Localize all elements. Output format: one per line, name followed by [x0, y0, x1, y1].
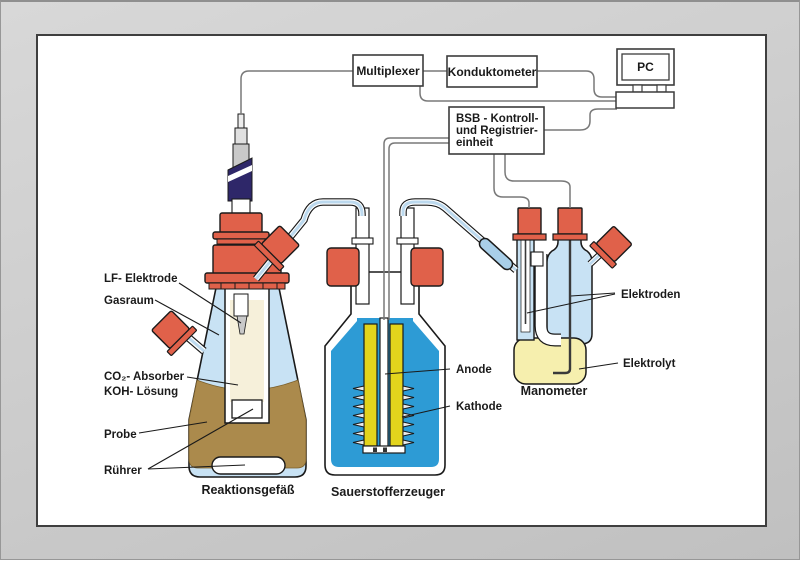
electrode-connector-upper — [234, 127, 248, 146]
bottle-cap-left — [326, 247, 360, 287]
leader-stirrer-1 — [147, 464, 246, 470]
bsb-unit-box — [448, 106, 545, 155]
label-sample: Probe — [104, 429, 137, 441]
upper-cap-flange — [212, 231, 270, 240]
wire-bsb-to-pc — [544, 108, 617, 131]
oxygen-generator — [324, 207, 446, 476]
caption-manometer: Manometer — [521, 384, 588, 398]
label-stirrer: Rührer — [104, 465, 142, 477]
leader-co2-absorber — [186, 376, 239, 386]
pc-screen — [621, 53, 670, 81]
pc-icon: PC — [615, 48, 675, 109]
pc-monitor-foot-right — [656, 84, 667, 93]
base-bar-mark-1 — [373, 447, 377, 452]
konduktometer-box — [446, 55, 538, 88]
text-labels: LF- Elektrode Gasraum CO₂- Absorber KOH-… — [104, 273, 680, 499]
tube-bridge — [530, 251, 544, 267]
label-gas-space: Gasraum — [104, 295, 154, 307]
wire-multiplexer-to-pc — [419, 86, 617, 102]
wire-bsb-to-manometer-2 — [504, 154, 571, 208]
pc-monitor-foot-left — [632, 84, 643, 93]
glass-tubing — [180, 198, 610, 355]
main-cap-flange — [204, 272, 290, 284]
main-cap-skirt — [208, 282, 286, 290]
stirrer-pill — [211, 456, 286, 475]
manometer-stopper-left — [517, 207, 542, 235]
caption-reaction-vessel: Reaktionsgefäß — [201, 483, 294, 497]
wire-konduktometer-to-pc — [537, 70, 617, 98]
leader-anode — [384, 368, 451, 375]
bsb-unit-label-line1: BSB - Kontroll- — [456, 113, 539, 125]
leader-sample — [138, 421, 208, 434]
flask-right-arm-stopper — [254, 225, 300, 271]
tube-sleeve — [478, 237, 514, 271]
pc-label: PC — [637, 60, 654, 74]
label-anode: Anode — [456, 364, 492, 376]
fitting-flange-right — [396, 237, 419, 245]
flask-left-side-stopper — [151, 310, 197, 356]
inner-stirrer-box — [231, 399, 263, 419]
leader-electrolyte — [578, 362, 619, 370]
manometer-stopper-right-flange — [552, 233, 588, 241]
leader-lf-electrode — [178, 282, 242, 324]
anode-rod-left — [363, 323, 378, 447]
leader-cathode — [401, 405, 451, 418]
pc-case — [615, 91, 675, 109]
anode-rod-right — [389, 323, 404, 447]
label-koh-solution: KOH- Lösung — [104, 386, 178, 398]
label-co2-absorber: CO₂- Absorber — [104, 371, 185, 383]
manometer-stopper-right — [557, 207, 583, 235]
leader-electrodes-1 — [570, 292, 616, 297]
leader-stirrer-2 — [147, 408, 254, 470]
konduktometer-label: Konduktometer — [448, 65, 537, 79]
label-electrodes: Elektroden — [621, 289, 680, 301]
wire-lf-to-multiplexer — [240, 70, 353, 114]
center-electrode-rod — [379, 317, 389, 449]
wire-bsb-to-generator-1 — [383, 137, 449, 320]
lf-electrode-shaft — [233, 293, 249, 317]
u-tube-core — [535, 254, 561, 346]
flask-to-generator-tube — [253, 198, 366, 282]
fitting-flange-left — [351, 237, 374, 245]
base-bar-mark-2 — [383, 447, 387, 452]
caption-oxygen-generator: Sauerstofferzeuger — [331, 485, 445, 499]
instrument-boxes: Multiplexer Konduktometer BSB - Kontroll… — [352, 48, 675, 155]
electrode-wire-right — [553, 238, 572, 375]
manometer-stopper-left-flange — [512, 233, 547, 241]
main-cap-skirt-lines — [220, 283, 278, 289]
lf-electrode-band — [228, 165, 252, 182]
signal-wires — [240, 70, 617, 320]
upper-cap — [219, 212, 263, 234]
multiplexer-label: Multiplexer — [356, 64, 420, 78]
leader-lines — [138, 282, 619, 470]
bottle-cap-right — [410, 247, 444, 287]
multiplexer-box — [352, 54, 424, 87]
wire-bsb-to-manometer-1 — [493, 154, 530, 208]
leader-electrodes-2 — [526, 293, 616, 314]
bsb-unit-label-line2: und Registrier- — [456, 125, 538, 137]
wire-bsb-to-generator-2 — [388, 142, 449, 320]
lf-electrode-tip — [236, 315, 248, 335]
leader-gas-space — [154, 299, 220, 336]
bsb-unit-label-line3: einheit — [456, 137, 493, 149]
cathode-coil-left — [352, 385, 365, 446]
manometer-side-stopper — [589, 226, 632, 269]
manometer-vessel — [512, 207, 593, 385]
generator-to-manometer-tube — [399, 198, 519, 273]
label-electrolyte: Elektrolyt — [623, 358, 676, 370]
label-cathode: Kathode — [456, 401, 502, 413]
label-lf-electrode: LF- Elektrode — [104, 273, 177, 285]
